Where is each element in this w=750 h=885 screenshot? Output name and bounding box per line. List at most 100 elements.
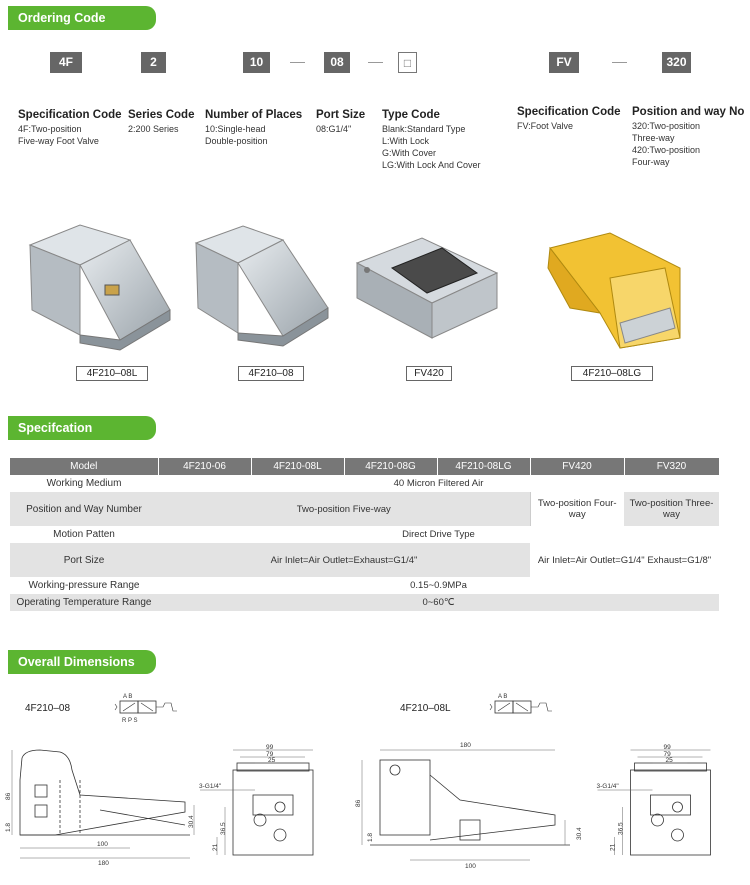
product-label: 4F210–08L [76, 366, 148, 381]
row-value: 0.15~0.9MPa [158, 577, 719, 594]
code-desc-line: Five-way Foot Valve [18, 136, 99, 146]
dimension-title-left: 4F210–08 [25, 703, 71, 714]
dimension-label: 25 [666, 757, 674, 764]
row-value: Air Inlet=Air Outlet=Exhaust=G1/4" [158, 543, 530, 577]
row-label: Working Medium [10, 475, 158, 492]
row-value: Two-position Five-way [158, 492, 530, 526]
dimension-label: 79 [664, 751, 672, 758]
drawing-4f210-08-front: 99 79 25 3-G1/4" 36.5 21 [199, 744, 314, 856]
row-label: Port Size [10, 543, 158, 577]
code-desc-line: Blank:Standard Type [382, 124, 466, 134]
dimension-label: 30.4 [576, 827, 583, 840]
row-value: 0~60℃ [158, 594, 719, 611]
product-image-fv420 [355, 237, 499, 339]
code-desc-line: G:With Cover [382, 148, 437, 158]
dimension-label: 1.8 [367, 833, 374, 842]
code-box-port: 08 [324, 52, 350, 73]
product-label: 4F210–08LG [571, 366, 653, 381]
column-header: 4F210-08L [251, 458, 345, 475]
dimension-label: 21 [212, 843, 219, 851]
table-row: Position and Way Number Two-position Fiv… [10, 492, 719, 526]
code-desc-title: Number of Places [205, 109, 303, 121]
dimension-label: 100 [97, 841, 108, 848]
code-desc-line: FV:Foot Valve [517, 121, 574, 131]
row-label: Position and Way Number [10, 492, 158, 526]
code-desc-title: Series Code [128, 109, 195, 121]
column-header: FV420 [530, 458, 625, 475]
dimension-label: 25 [268, 757, 276, 764]
symbol-port-label-top: A B [498, 694, 507, 700]
code-desc-series: Series Code 2:200 Series [128, 108, 194, 135]
dimension-label: 21 [610, 843, 617, 851]
dimension-title-right: 4F210–08L [400, 703, 451, 714]
dash [290, 62, 305, 63]
code-desc-spec: Specification Code 4F:Two-position Five-… [18, 108, 122, 147]
code-desc-line: L:With Lock [382, 136, 430, 146]
code-desc-line: Three-way [632, 133, 675, 143]
dimension-label: 36.5 [220, 822, 227, 835]
row-value-fv320: Two-position Three-way [624, 492, 719, 526]
code-desc-title: Position and way No [632, 106, 745, 118]
product-label: FV420 [406, 366, 452, 381]
section-title-specification: Specifcation [8, 416, 156, 440]
code-desc-fv: Specification Code FV:Foot Valve [517, 105, 621, 132]
code-desc-line: Four-way [632, 157, 670, 167]
drawing-4f210-08l-side: 180 86 1.8 100 30.4 [355, 742, 583, 870]
code-box-series: 2 [141, 52, 166, 73]
section-title-ordering-code: Ordering Code [8, 6, 156, 30]
code-desc-port: Port Size 08:G1/4" [316, 108, 365, 135]
product-label: 4F210–08 [238, 366, 304, 381]
code-desc-line: 320:Two-position [632, 121, 701, 131]
pneumatic-symbol-left: A B R P S [114, 694, 177, 724]
dimension-label: 1.8 [5, 823, 12, 832]
pneumatic-symbol-right: A B [489, 694, 552, 714]
table-row: Operating Temperature Range 0~60℃ [10, 594, 719, 611]
table-row: Port Size Air Inlet=Air Outlet=Exhaust=G… [10, 543, 719, 577]
product-image-4f210-08l [28, 224, 171, 351]
code-box-fv: FV [549, 52, 579, 73]
dimension-label: 99 [664, 744, 672, 751]
row-value: 40 Micron Filtered Air [158, 475, 719, 492]
code-desc-title: Specification Code [517, 106, 621, 118]
dimension-label: 3-G1/4" [199, 783, 222, 790]
code-desc-line: 10:Single-head [205, 124, 266, 134]
product-image-4f210-08lg [547, 232, 681, 349]
symbol-port-label-top: A B [123, 694, 132, 700]
code-desc-line: 4F:Two-position [18, 124, 82, 134]
code-desc-position-way: Position and way No 320:Two-position Thr… [632, 105, 744, 168]
code-desc-type: Type Code Blank:Standard Type L:With Loc… [382, 108, 481, 171]
row-value: Direct Drive Type [158, 526, 719, 543]
column-header: 4F210-08LG [437, 458, 531, 475]
dimension-label: 86 [5, 792, 12, 800]
dimension-label: 86 [355, 799, 362, 807]
code-desc-title: Type Code [382, 109, 440, 121]
code-box-position-way: 320 [662, 52, 691, 73]
symbol-port-label-bottom: R P S [122, 718, 138, 724]
dash [368, 62, 383, 63]
column-header: 4F210-06 [158, 458, 252, 475]
row-label: Motion Patten [10, 526, 158, 543]
dimension-label: 180 [98, 860, 109, 867]
code-desc-places: Number of Places 10:Single-head Double-p… [205, 108, 302, 147]
code-box-type: □ [398, 52, 417, 73]
table-row: Motion Patten Direct Drive Type [10, 526, 719, 543]
code-box-places: 10 [243, 52, 270, 73]
dimension-label: 99 [266, 744, 274, 751]
product-image-4f210-08 [194, 225, 329, 347]
dimension-label: 79 [266, 751, 274, 758]
row-value-fv420: Two-position Four-way [529, 492, 624, 526]
dimension-label: 180 [460, 742, 471, 749]
dimension-label: 30.4 [188, 815, 195, 828]
column-header: 4F210-08G [344, 458, 438, 475]
code-desc-title: Specification Code [18, 109, 122, 121]
spec-table: Model 4F210-06 4F210-08L 4F210-08G 4F210… [10, 458, 720, 611]
table-row: Working Medium 40 Micron Filtered Air [10, 475, 719, 492]
spec-table-header: Model 4F210-06 4F210-08L 4F210-08G 4F210… [10, 458, 720, 475]
row-value-fv: Air Inlet=Air Outlet=G1/4" Exhaust=G1/8" [530, 543, 719, 577]
code-desc-title: Port Size [316, 109, 366, 121]
table-row: Working-pressure Range 0.15~0.9MPa [10, 577, 719, 594]
code-desc-line: Double-position [205, 136, 268, 146]
code-desc-line: 420:Two-position [632, 145, 701, 155]
dimension-label: 100 [465, 863, 476, 870]
row-label: Working-pressure Range [10, 577, 158, 594]
